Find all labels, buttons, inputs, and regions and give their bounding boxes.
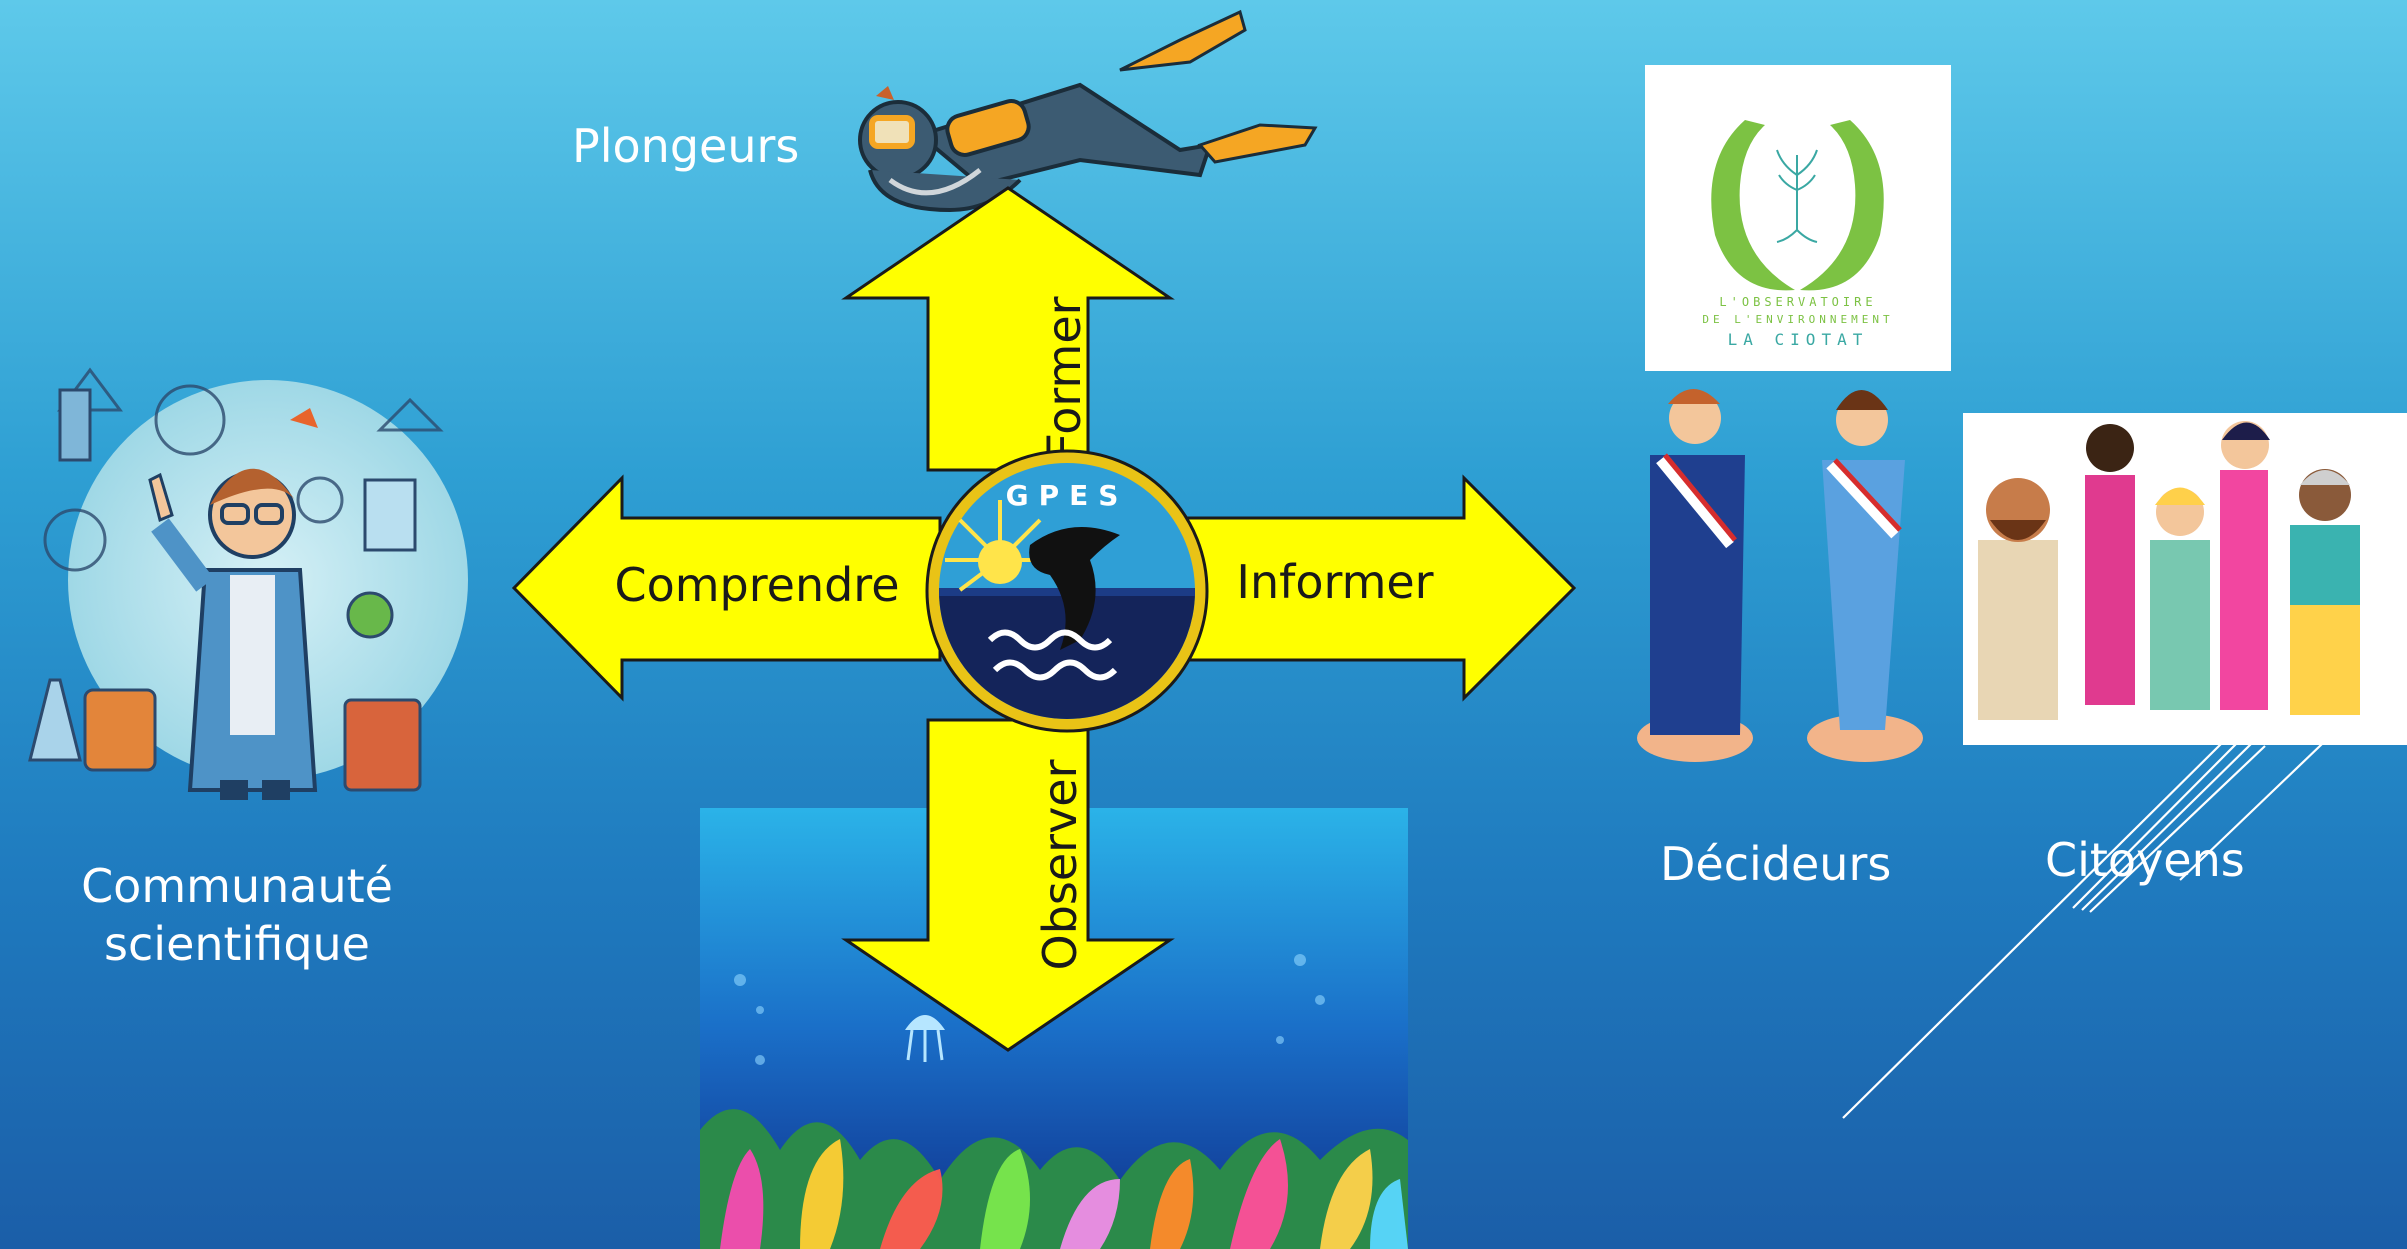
label-scientifique: scientifique: [104, 916, 370, 971]
gpes-logo: GPES: [925, 449, 1209, 733]
label-citoyens: Citoyens: [2045, 833, 2245, 887]
label-communaute: Communauté: [81, 859, 393, 913]
observatoire-line3: LA CIOTAT: [1727, 330, 1869, 349]
citoyens-illustration: [1963, 413, 2407, 745]
arrow-label-left: Comprendre: [614, 558, 899, 612]
tree-icon: [1776, 149, 1818, 243]
arrow-label-right: Informer: [1236, 555, 1433, 609]
scientist-illustration: [28, 367, 468, 800]
reef-illustration: [700, 808, 1408, 1249]
gpes-logo-text: GPES: [1006, 479, 1129, 512]
diver-illustration: [858, 9, 1318, 213]
arrow-down: [841, 718, 1175, 1052]
arrow-left: [511, 474, 942, 702]
arrow-label-down: Observer: [1033, 759, 1087, 970]
leaf-icon: [1711, 120, 1795, 291]
dolphin-icon: [1029, 527, 1120, 650]
arrow-up: [841, 186, 1175, 472]
label-plongeurs: Plongeurs: [572, 119, 800, 173]
observatoire-logo: L'OBSERVATOIRE DE L'ENVIRONNEMENT LA CIO…: [1645, 65, 1951, 371]
decorative-lines: [1842, 739, 2323, 1119]
cross-arrows: Former Observer Comprendre Informer: [511, 186, 1577, 1052]
decideurs-illustration: [1637, 389, 1923, 762]
waves-icon: [987, 629, 1118, 681]
observatoire-line2: DE L'ENVIRONNEMENT: [1702, 313, 1894, 326]
label-communaute-scientifique: Communauté scientifique: [52, 858, 422, 973]
arrow-label-up: Former: [1037, 296, 1091, 459]
observatoire-line1: L'OBSERVATOIRE: [1719, 295, 1877, 309]
jellyfish-icon: [905, 1015, 945, 1062]
label-decideurs: Décideurs: [1660, 837, 1892, 891]
